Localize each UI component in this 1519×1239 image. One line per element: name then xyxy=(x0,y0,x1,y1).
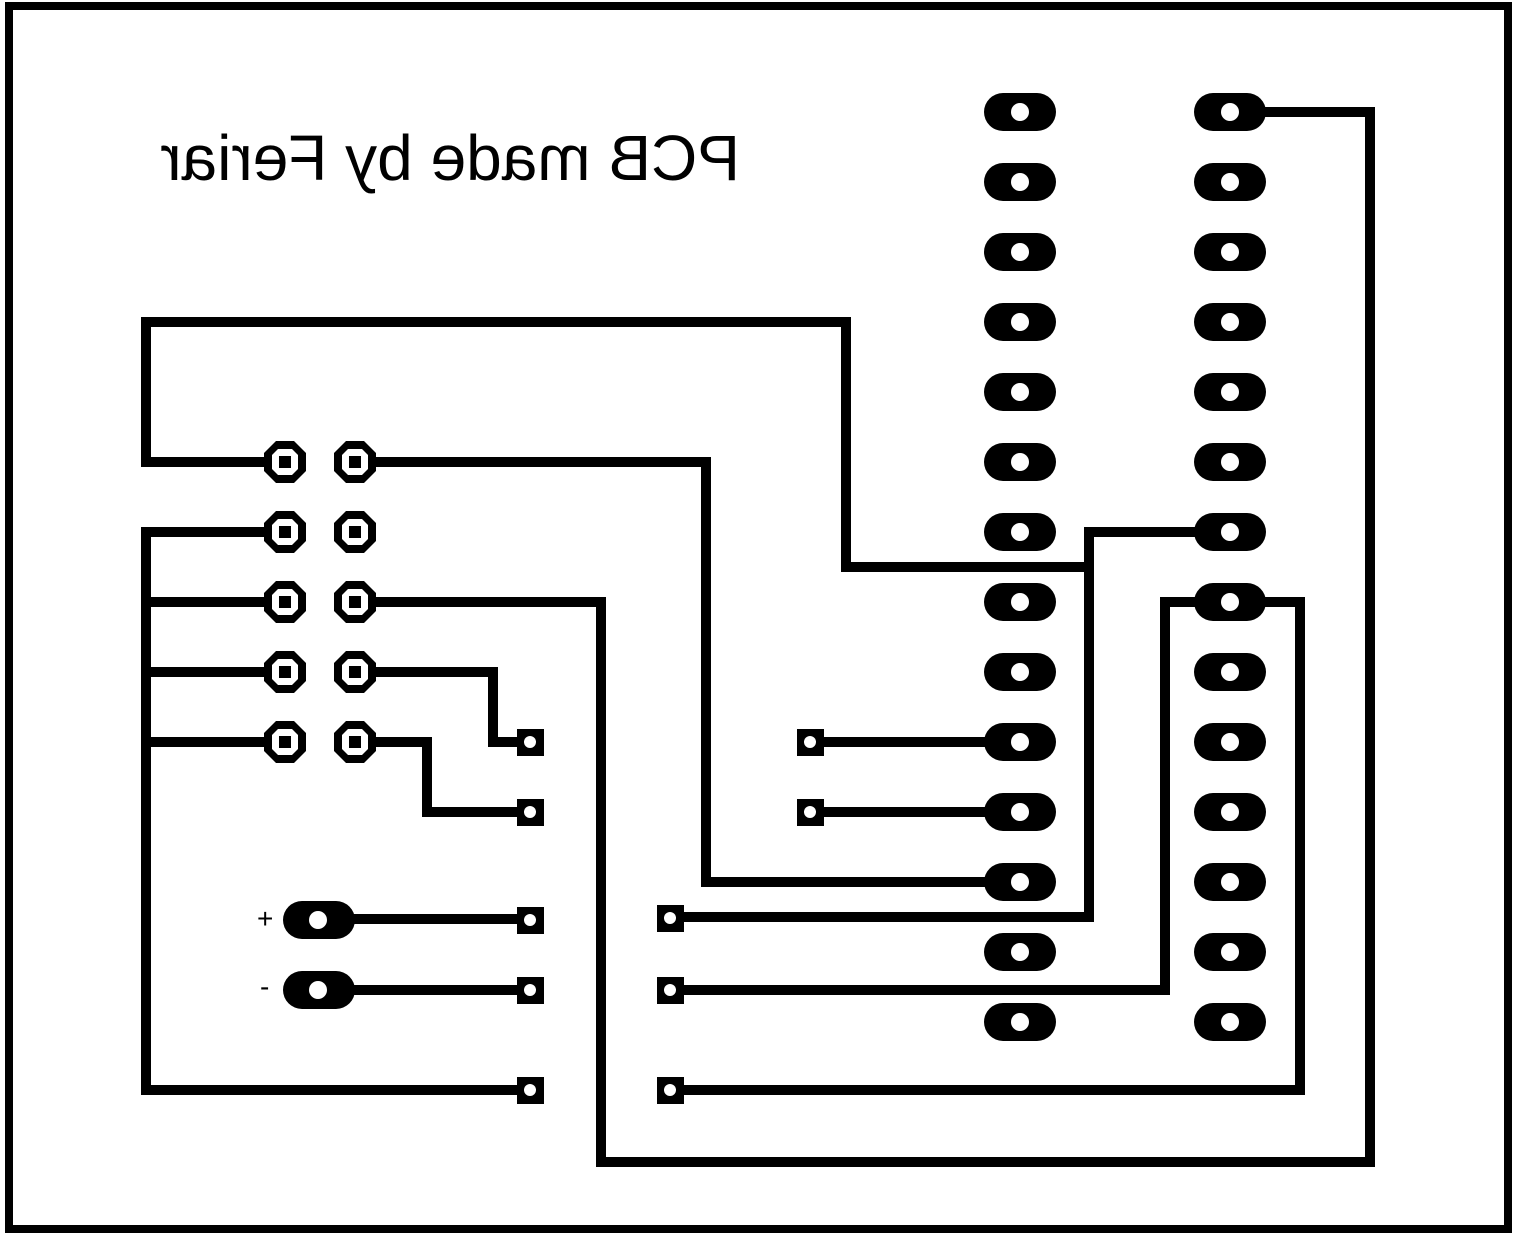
ic-pad xyxy=(1194,863,1266,901)
traces xyxy=(141,107,1375,1167)
power-connector xyxy=(283,901,355,1009)
small-pad xyxy=(517,729,544,756)
small-pad xyxy=(517,1077,544,1104)
trace-left-bus xyxy=(141,527,535,1095)
ic-pad xyxy=(984,1003,1056,1041)
header-pad xyxy=(264,721,306,763)
small-pads xyxy=(517,729,824,1104)
ic-pad xyxy=(1194,723,1266,761)
ic-socket xyxy=(984,93,1266,1041)
ic-pad xyxy=(1194,583,1266,621)
ic-pad xyxy=(984,863,1056,901)
board-title: PCB made by Feriar xyxy=(160,122,740,194)
left-header xyxy=(264,441,376,763)
ic-pad xyxy=(984,443,1056,481)
board-outline xyxy=(5,2,1512,1233)
ic-pad xyxy=(984,513,1056,551)
ic-pad xyxy=(1194,443,1266,481)
ic-pad xyxy=(984,233,1056,271)
header-pad xyxy=(264,651,306,693)
ic-pad xyxy=(1194,513,1266,551)
small-pad xyxy=(517,799,544,826)
header-pad xyxy=(264,511,306,553)
ic-pad xyxy=(984,653,1056,691)
ic-pad xyxy=(984,583,1056,621)
ic-pad xyxy=(984,933,1056,971)
small-pad xyxy=(517,907,544,934)
small-pad xyxy=(657,977,684,1004)
minus-label: - xyxy=(260,971,270,1002)
small-pad xyxy=(657,1077,684,1104)
ic-pad xyxy=(984,163,1056,201)
ic-pad xyxy=(1194,163,1266,201)
header-pad xyxy=(264,581,306,623)
ic-pad xyxy=(1194,233,1266,271)
header-pad xyxy=(264,441,306,483)
ic-pad xyxy=(984,723,1056,761)
trace-top-loop xyxy=(141,317,1094,572)
trace-mid-right-1 xyxy=(665,527,1235,922)
ic-pad xyxy=(984,373,1056,411)
ic-pad xyxy=(1194,373,1266,411)
header-pad xyxy=(334,651,376,693)
small-pad xyxy=(657,905,684,932)
ic-pad xyxy=(1194,93,1266,131)
header-pad xyxy=(334,581,376,623)
trace-row4-step xyxy=(350,667,535,747)
ic-pad xyxy=(984,303,1056,341)
trace-header-to-pad-882 xyxy=(350,457,1025,887)
trace-outer-loop xyxy=(350,107,1375,1167)
small-pad xyxy=(797,799,824,826)
header-pad xyxy=(334,721,376,763)
ic-pad xyxy=(984,793,1056,831)
plus-label: + xyxy=(257,903,274,934)
header-pad xyxy=(334,441,376,483)
ic-pad xyxy=(1194,1003,1266,1041)
small-pad xyxy=(797,729,824,756)
small-pad xyxy=(517,977,544,1004)
ic-pad xyxy=(1194,303,1266,341)
ic-pad xyxy=(1194,653,1266,691)
header-pad xyxy=(334,511,376,553)
ic-pad xyxy=(984,93,1056,131)
ic-pad xyxy=(1194,933,1266,971)
trace-row5-step xyxy=(350,737,535,817)
ic-pad xyxy=(1194,793,1266,831)
